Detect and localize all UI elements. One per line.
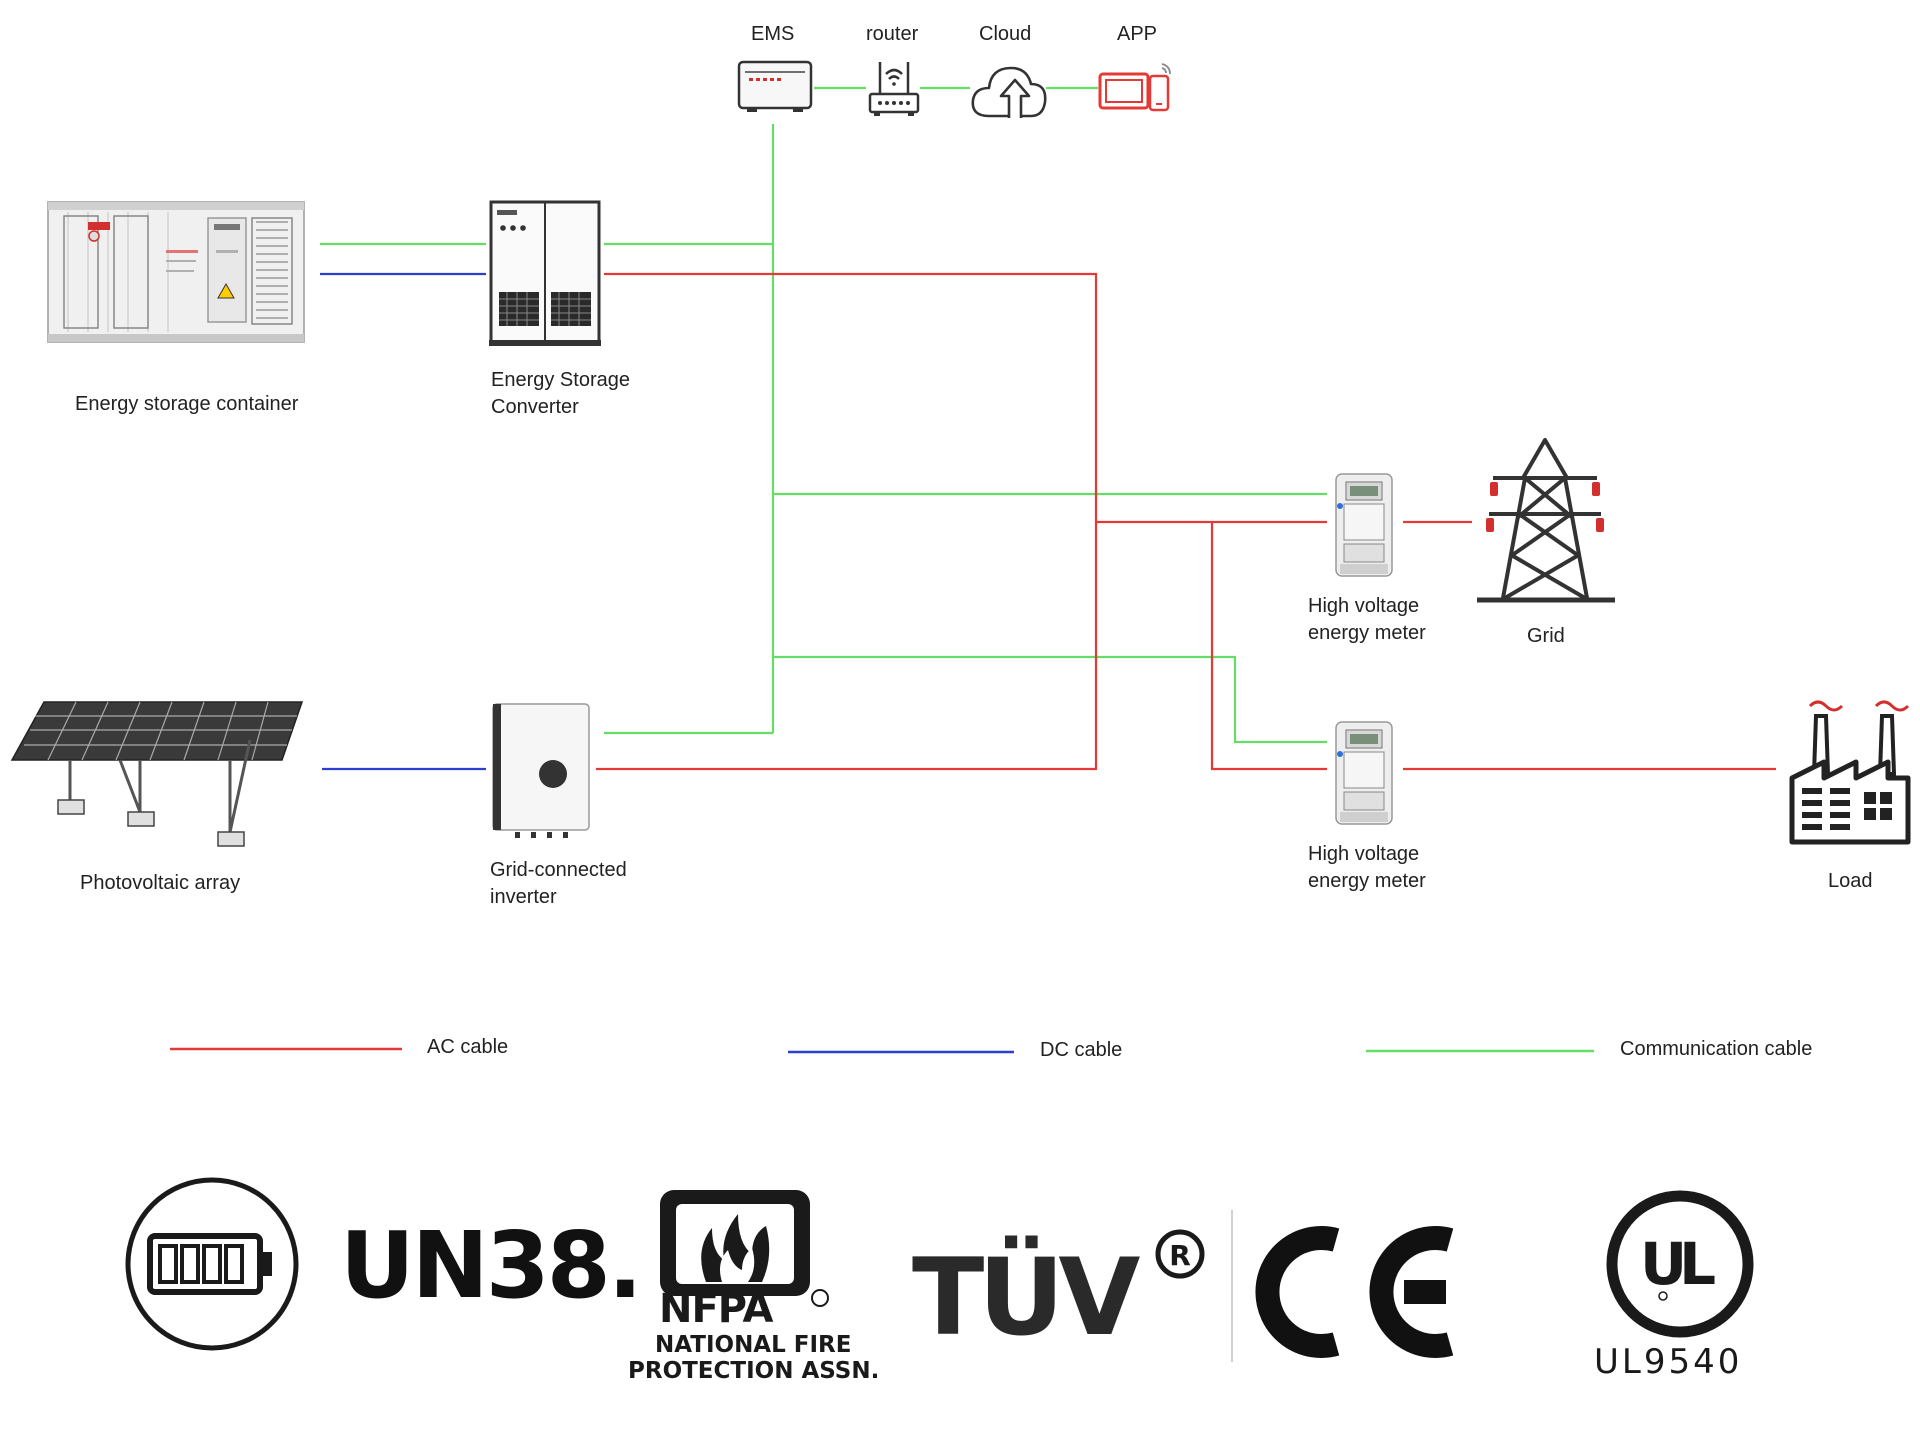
tuv-registered-icon: R [1155,1229,1205,1279]
energy-meter-top-label-line2: energy meter [1308,622,1426,644]
photovoltaic-array-label: Photovoltaic array [80,872,241,894]
load-label: Load [1828,870,1873,892]
nfpa-line1-text: NATIONAL FIRE [655,1332,852,1358]
energy-storage-container-image [47,201,305,343]
ems-device [737,60,813,112]
dc-cables [320,272,486,771]
photovoltaic-array-image [10,701,304,847]
factory-icon [1789,700,1911,845]
energy-storage-converter-image [489,200,601,346]
nfpa-emblem-icon [660,1190,829,1307]
energy-meter-bottom-label-line2: energy meter [1308,870,1426,892]
ul-inner-mark-text: UL [1640,1230,1716,1298]
ems-label: EMS [751,23,795,45]
app-device-icon [1098,63,1171,112]
ac-cables [596,272,1776,771]
legend-comm-label: Communication cable [1620,1038,1813,1060]
nfpa-logo-text: NFPA [659,1286,773,1332]
energy-meter-bottom-image [1335,721,1393,825]
grid-label: Grid [1527,625,1565,647]
comm-meter-bottom [773,655,1327,744]
ac-to-meter-bottom [1210,522,1327,771]
un38-logo-text: UN38. [340,1212,643,1319]
router-icon [868,62,920,116]
ul-mark-icon [1606,1190,1754,1338]
legend-ac-label: AC cable [427,1036,509,1058]
router-label: router [866,23,919,45]
svg-text:R: R [1169,1239,1191,1272]
energy-storage-converter-label-line1: Energy Storage [491,369,630,391]
app-label: APP [1117,23,1158,45]
grid-connected-inverter-image [492,703,590,838]
legend-dc-label: DC cable [1040,1039,1123,1061]
energy-storage-container-label: Energy storage container [75,393,299,415]
cloud-icon [971,66,1047,118]
energy-meter-top-label-line1: High voltage [1308,595,1420,617]
legend-lines [170,1047,1594,1054]
transmission-tower-icon [1477,438,1615,603]
certification-logos: R [125,1177,1754,1362]
grid-connected-inverter-label-line1: Grid-connected [490,859,627,881]
energy-meter-bottom-label-line1: High voltage [1308,843,1420,865]
tuv-logo-text: TÜV [912,1236,1140,1359]
energy-storage-converter-label-line2: Converter [491,396,579,418]
ac-bus-main [596,272,1098,771]
ce-mark-icon [1255,1226,1454,1358]
communication-cables [320,86,1327,744]
energy-meter-top-image [1335,473,1393,577]
ul9540-text: UL9540 [1594,1342,1743,1382]
grid-connected-inverter-label-line2: inverter [490,886,557,908]
battery-icon [125,1177,299,1351]
cloud-label: Cloud [979,23,1032,45]
nfpa-line2-text: PROTECTION ASSN. [628,1358,880,1384]
wires [320,86,1776,771]
